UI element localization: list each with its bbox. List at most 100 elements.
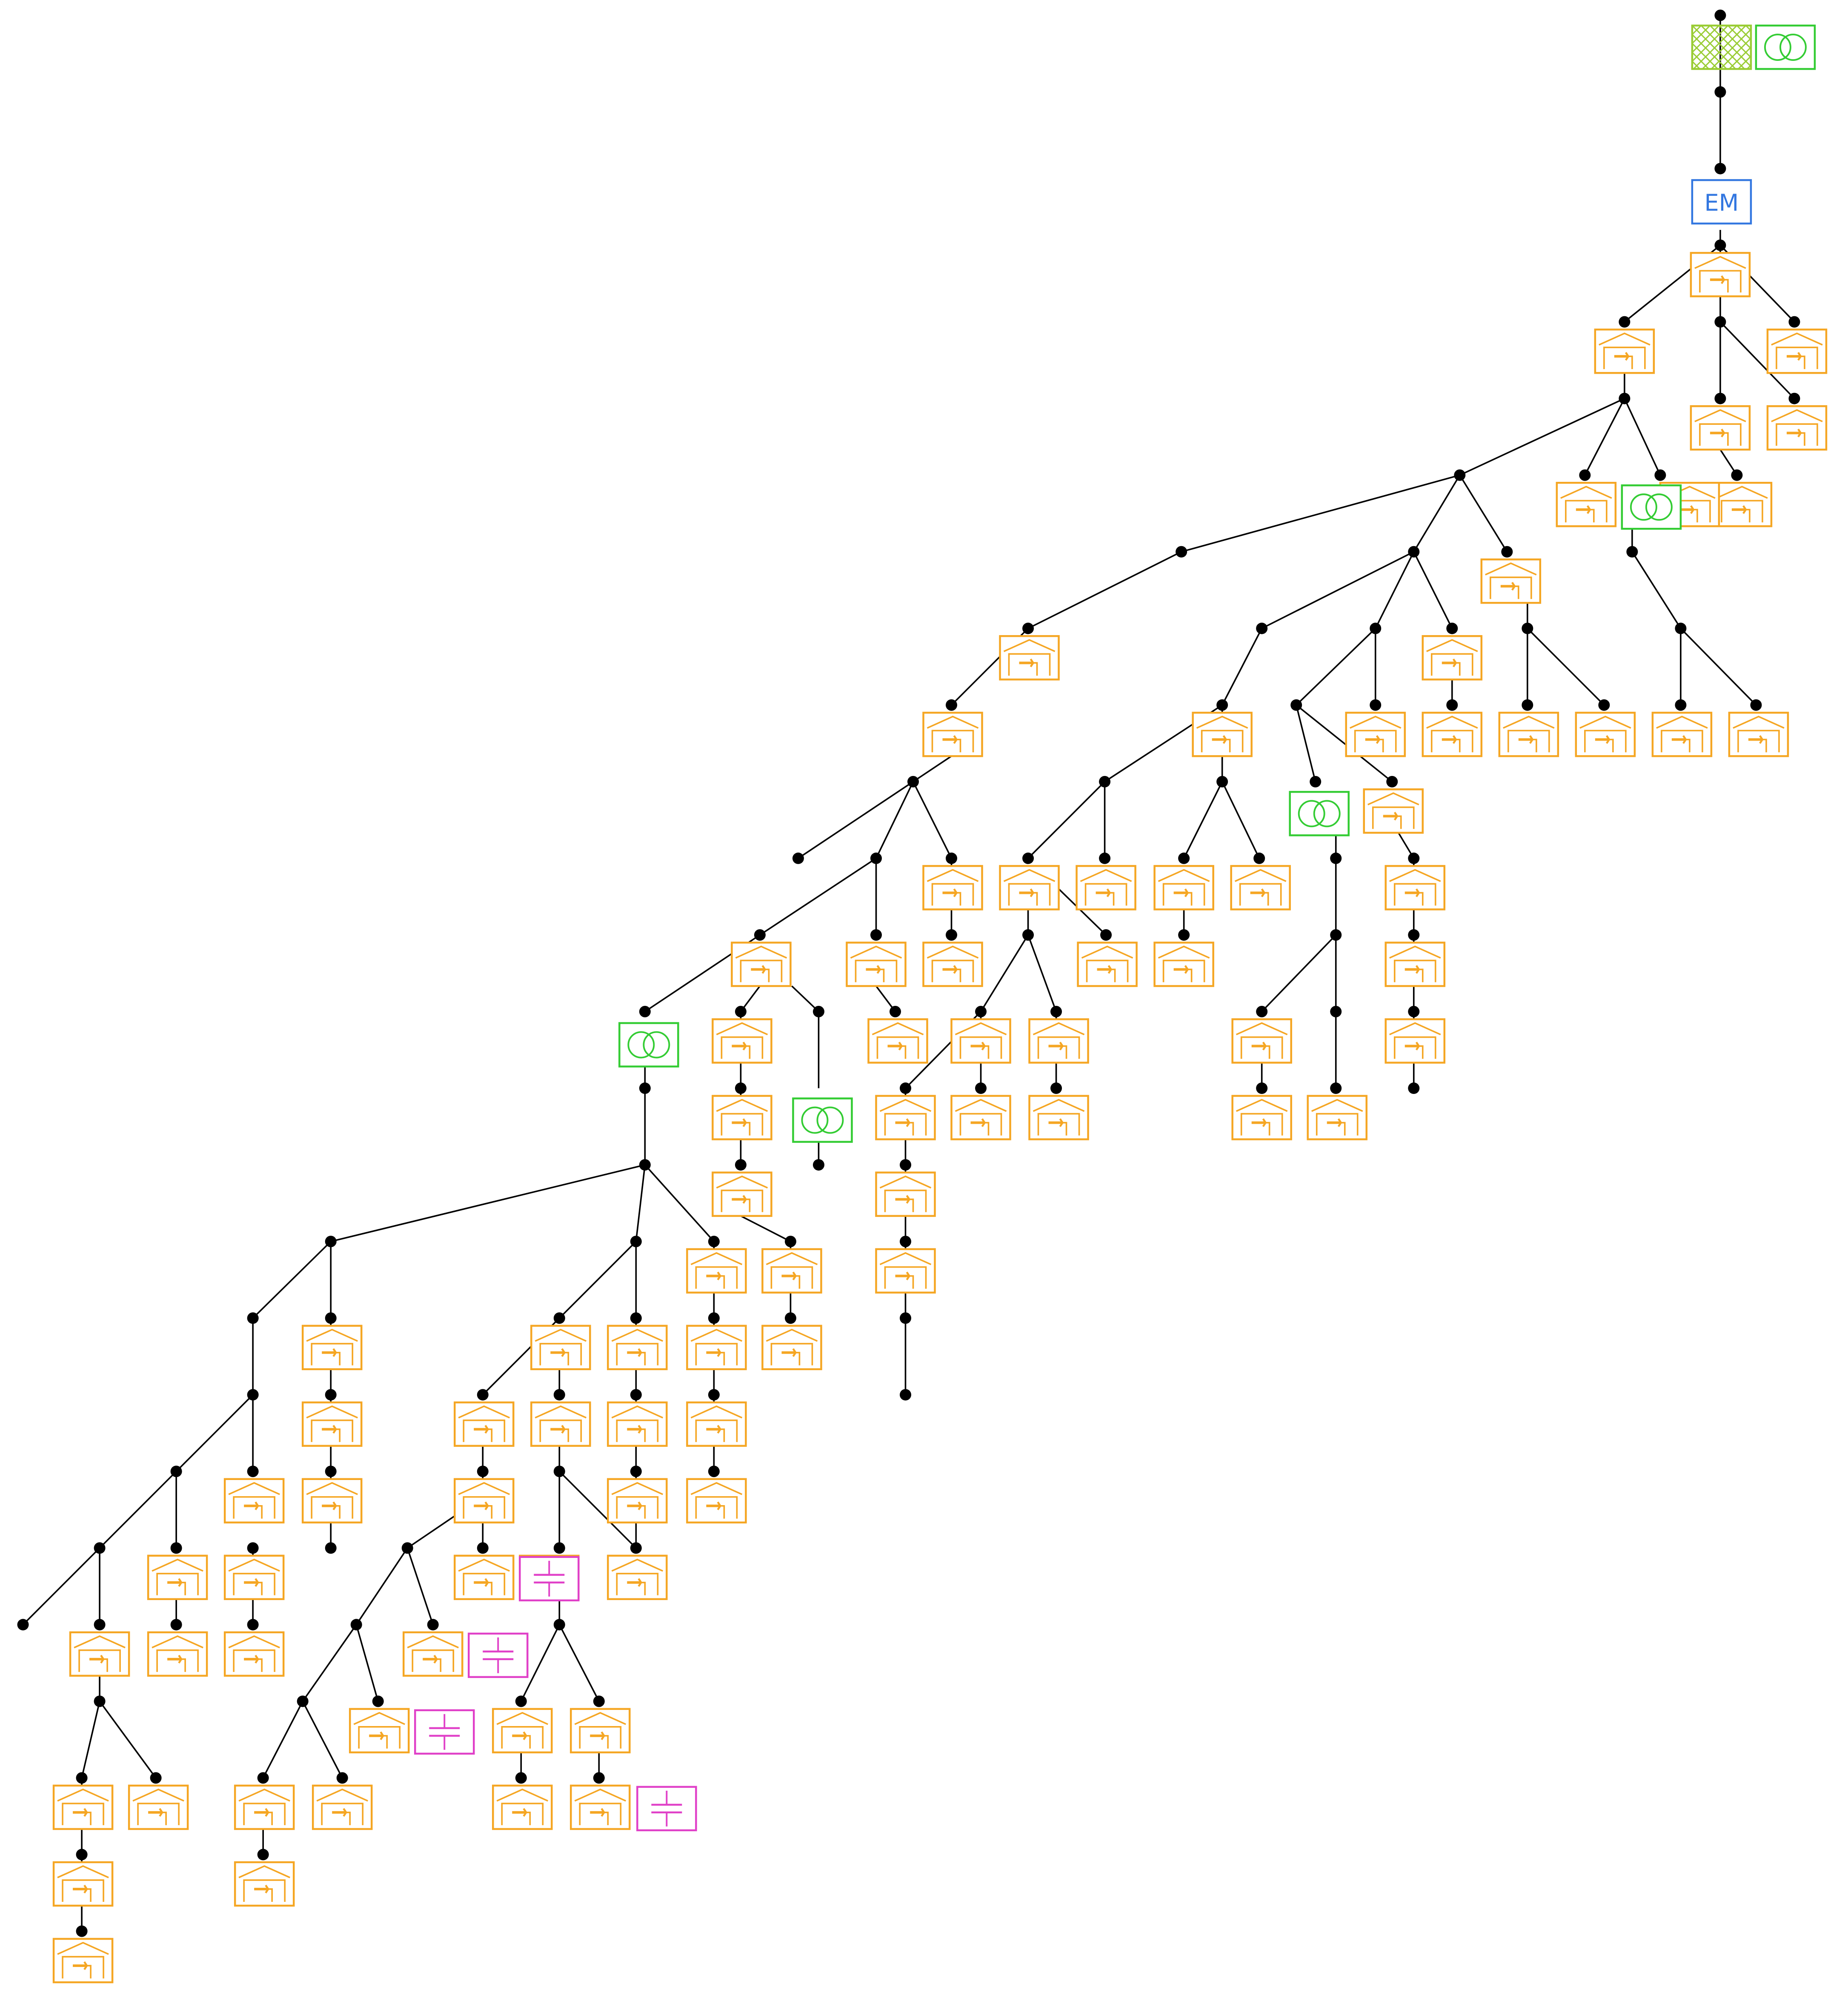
bus-node[interactable]: [899, 1082, 911, 1094]
bus-node[interactable]: [1216, 699, 1228, 711]
bus-node[interactable]: [630, 1542, 642, 1554]
bus-node[interactable]: [247, 1542, 259, 1554]
bus-node[interactable]: [975, 1006, 987, 1018]
bus-node[interactable]: [94, 1542, 106, 1554]
bus-node[interactable]: [1408, 1006, 1420, 1018]
house-load-icon[interactable]: [1028, 1095, 1089, 1140]
bus-node[interactable]: [325, 1542, 337, 1554]
bus-node[interactable]: [1176, 546, 1187, 558]
bus-node[interactable]: [1675, 622, 1687, 634]
capacitor-icon[interactable]: [468, 1632, 529, 1678]
bus-node[interactable]: [1216, 776, 1228, 787]
house-load-icon[interactable]: [1480, 558, 1542, 604]
house-load-icon[interactable]: [349, 1708, 410, 1754]
house-load-icon[interactable]: [530, 1325, 591, 1370]
bus-node[interactable]: [1619, 392, 1631, 404]
house-load-icon[interactable]: [454, 1401, 515, 1447]
bus-node[interactable]: [708, 1389, 720, 1401]
transformer-icon[interactable]: [792, 1097, 853, 1143]
bus-node[interactable]: [889, 1006, 901, 1018]
house-load-icon[interactable]: [712, 1018, 772, 1064]
house-load-icon[interactable]: [607, 1478, 668, 1524]
bus-node[interactable]: [1290, 699, 1302, 711]
bus-node[interactable]: [975, 1082, 987, 1094]
bus-node[interactable]: [1446, 699, 1458, 711]
house-load-icon[interactable]: [234, 1861, 295, 1907]
house-load-icon[interactable]: [1028, 1018, 1089, 1064]
house-load-icon[interactable]: [686, 1325, 747, 1370]
bus-node[interactable]: [257, 1772, 269, 1784]
bus-node[interactable]: [630, 1236, 642, 1248]
bus-node[interactable]: [477, 1466, 489, 1477]
bus-node[interactable]: [401, 1542, 413, 1554]
bus-node[interactable]: [792, 852, 804, 864]
bus-node[interactable]: [1022, 622, 1034, 634]
bus-node[interactable]: [1099, 852, 1111, 864]
bus-node[interactable]: [1750, 699, 1762, 711]
house-load-icon[interactable]: [731, 942, 792, 987]
house-load-icon[interactable]: [530, 1401, 591, 1447]
bus-node[interactable]: [639, 1159, 651, 1171]
house-load-icon[interactable]: [1385, 942, 1446, 987]
bus-node[interactable]: [325, 1236, 337, 1248]
house-load-icon[interactable]: [761, 1248, 822, 1294]
bus-node[interactable]: [1522, 699, 1533, 711]
house-load-icon[interactable]: [1422, 635, 1483, 681]
house-load-icon[interactable]: [1231, 1095, 1292, 1140]
house-load-icon[interactable]: [1690, 405, 1751, 451]
bus-node[interactable]: [1626, 546, 1638, 558]
transformer-icon[interactable]: [1621, 484, 1682, 530]
bus-node[interactable]: [76, 1849, 88, 1861]
bus-node[interactable]: [1310, 776, 1322, 787]
house-load-icon[interactable]: [301, 1478, 363, 1524]
house-load-icon[interactable]: [69, 1631, 130, 1677]
bus-node[interactable]: [899, 1159, 911, 1171]
house-load-icon[interactable]: [867, 1018, 928, 1064]
house-load-icon[interactable]: [1385, 1018, 1446, 1064]
transformer-icon[interactable]: [1289, 791, 1350, 836]
bus-node[interactable]: [1408, 1082, 1420, 1094]
house-load-icon[interactable]: [128, 1784, 189, 1830]
bus-node[interactable]: [1256, 622, 1268, 634]
house-load-icon[interactable]: [52, 1861, 114, 1907]
bus-node[interactable]: [630, 1312, 642, 1324]
house-load-icon[interactable]: [1153, 942, 1214, 987]
house-load-icon[interactable]: [922, 942, 983, 987]
bus-node[interactable]: [515, 1772, 527, 1784]
house-load-icon[interactable]: [1728, 712, 1789, 757]
bus-node[interactable]: [946, 929, 958, 941]
house-load-icon[interactable]: [686, 1248, 747, 1294]
house-load-icon[interactable]: [312, 1784, 373, 1830]
bus-node[interactable]: [1619, 316, 1631, 328]
bus-node[interactable]: [1408, 852, 1420, 864]
bus-node[interactable]: [1330, 852, 1342, 864]
house-load-icon[interactable]: [875, 1248, 936, 1294]
house-load-icon[interactable]: [1153, 865, 1214, 910]
bus-node[interactable]: [1022, 929, 1034, 941]
bus-node[interactable]: [735, 1159, 747, 1171]
bus-node[interactable]: [899, 1389, 911, 1401]
house-load-icon[interactable]: [712, 1171, 772, 1217]
bus-node[interactable]: [17, 1619, 29, 1631]
bus-node[interactable]: [735, 1006, 747, 1018]
bus-node[interactable]: [1099, 776, 1111, 787]
house-load-icon[interactable]: [147, 1555, 208, 1600]
bus-node[interactable]: [899, 1236, 911, 1248]
house-load-icon[interactable]: [846, 942, 907, 987]
bus-node[interactable]: [1714, 86, 1726, 98]
house-load-icon[interactable]: [712, 1095, 772, 1140]
house-load-icon[interactable]: [1690, 252, 1751, 298]
energy-meter-icon[interactable]: EM: [1691, 179, 1752, 225]
house-load-icon[interactable]: [570, 1708, 631, 1754]
house-load-icon[interactable]: [1385, 865, 1446, 910]
bus-node[interactable]: [812, 1159, 824, 1171]
bus-node[interactable]: [247, 1389, 259, 1401]
house-load-icon[interactable]: [686, 1478, 747, 1524]
house-load-icon[interactable]: [1231, 1018, 1292, 1064]
bus-node[interactable]: [1178, 852, 1190, 864]
bus-node[interactable]: [1714, 9, 1726, 21]
bus-node[interactable]: [515, 1695, 527, 1707]
bus-node[interactable]: [553, 1542, 565, 1554]
house-load-icon[interactable]: [922, 865, 983, 910]
house-load-icon[interactable]: [1498, 712, 1559, 757]
